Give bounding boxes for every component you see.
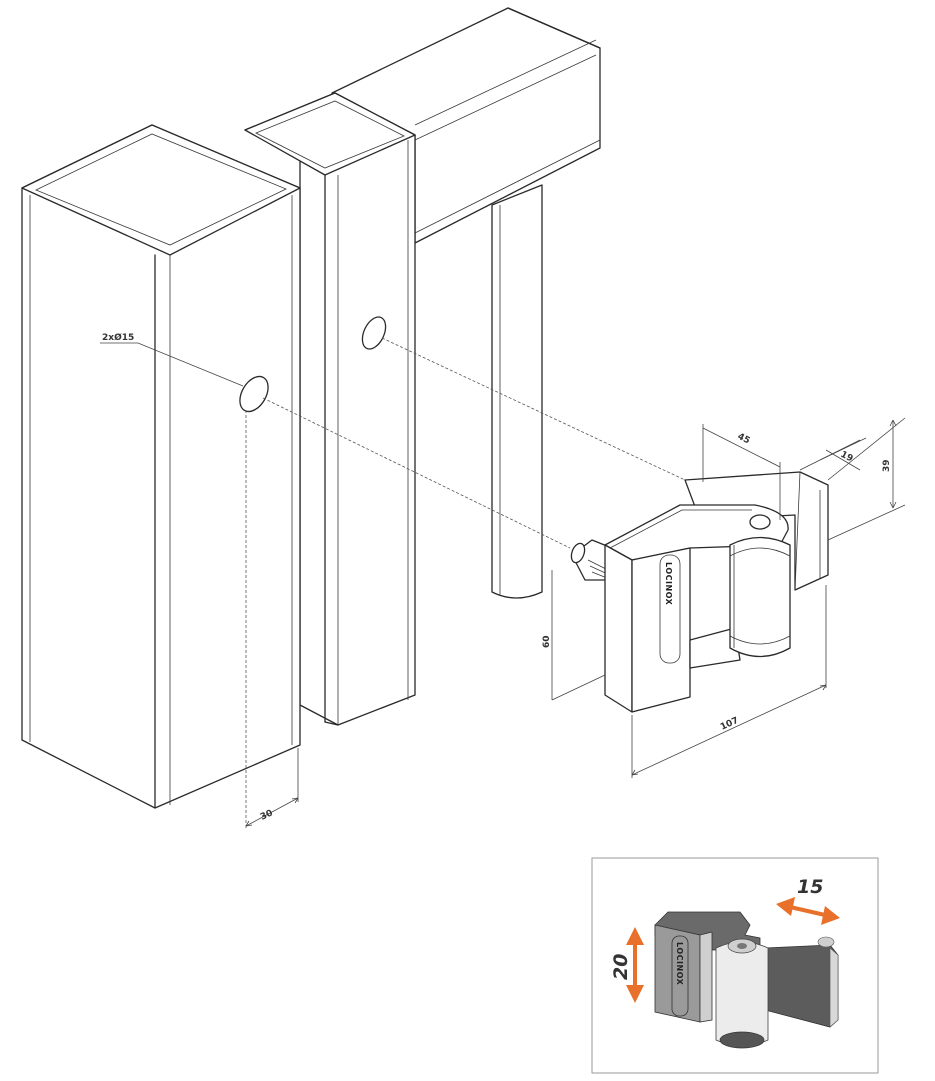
dim-leaf-width: 45	[736, 432, 752, 447]
hole-gate-post	[361, 316, 387, 350]
dim-post-offset: 30	[259, 808, 275, 822]
hinge: LOCINOX	[570, 471, 829, 713]
horizontal-adjust-label: 15	[797, 876, 823, 898]
hinge-logo: LOCINOX	[664, 562, 673, 606]
dim-leaf-small: 19	[839, 450, 855, 465]
fence-post	[21, 124, 301, 809]
vertical-bar	[491, 184, 543, 599]
adjustment-inset: LOCINOX 20 15	[591, 857, 879, 1074]
pivot-hole	[749, 514, 771, 530]
horizontal-adjust-arrow	[776, 897, 840, 925]
hinge-barrel	[729, 536, 791, 658]
dim-leaf-height: 39	[882, 459, 892, 472]
hole-fence-post	[239, 375, 269, 413]
hinge-block-front	[631, 547, 691, 713]
vertical-adjust-arrow	[626, 927, 644, 1003]
dim-holes: 2xØ15	[102, 332, 134, 343]
vertical-adjust-label: 20	[610, 954, 632, 980]
hinge-block-side	[604, 544, 633, 713]
gate-post-assembly	[244, 7, 601, 726]
dimension-lines	[245, 417, 906, 827]
dim-hinge-length: 107	[719, 716, 740, 733]
dim-hinge-height: 60	[542, 635, 552, 648]
projection-lines	[100, 337, 686, 828]
inset-logo: LOCINOX	[675, 942, 684, 986]
